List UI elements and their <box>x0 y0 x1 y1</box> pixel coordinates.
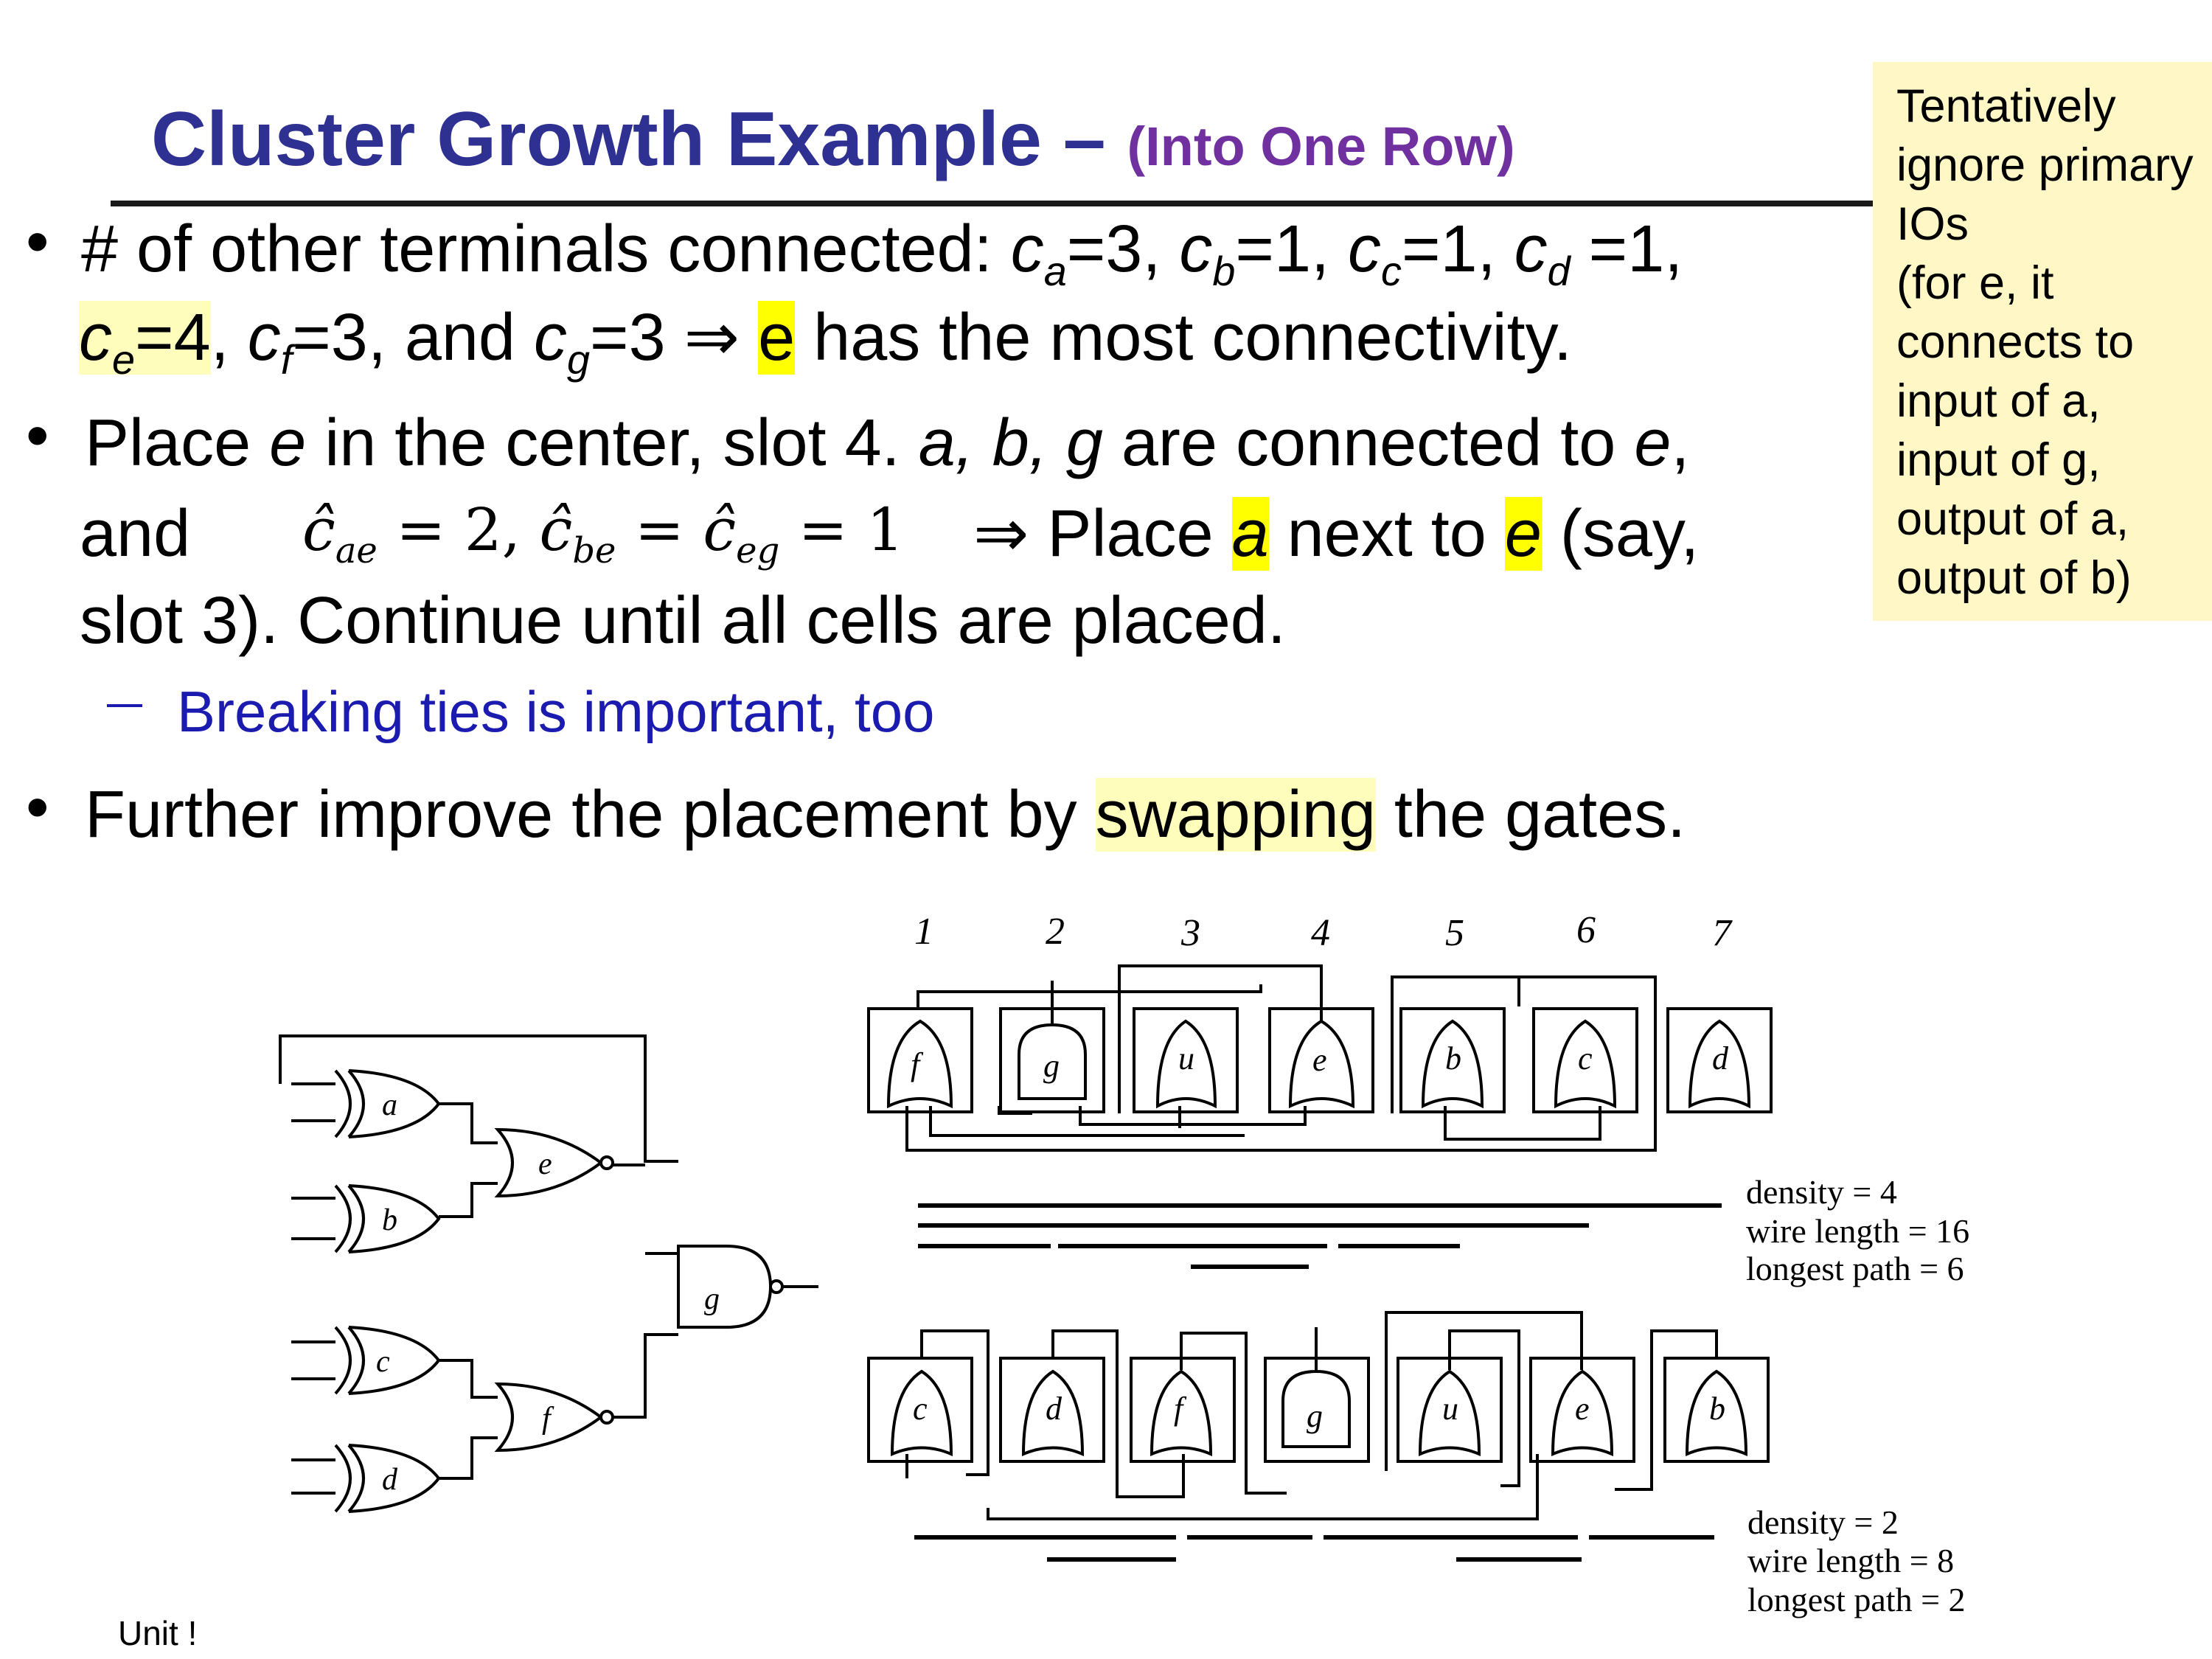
bullet1-lead: # of other terminals connected: <box>81 212 1011 286</box>
nor-gate-e <box>496 1128 614 1197</box>
say-text: (say, <box>1541 497 1700 571</box>
row2-stat: wire length = 8 <box>1747 1542 1954 1579</box>
sticky-note: Tentatively ignore primary IOs (for e, i… <box>1873 62 2212 621</box>
bullet1-line2: ce=4, cf=3, and cg=3 ⇒ e has the most co… <box>79 301 1572 383</box>
slot-number: 1 <box>914 911 933 953</box>
cell-label: d <box>1712 1040 1729 1077</box>
sub-bullet: Breaking ties is important, too <box>177 679 935 744</box>
bullet1-tail: has the most connectivity. <box>795 301 1572 375</box>
cell-label: g <box>1307 1398 1323 1434</box>
note-line: (for e, it <box>1896 257 2054 309</box>
cell-label: e <box>1312 1042 1327 1078</box>
ce-value: =4 <box>135 301 211 375</box>
cell-label: b <box>1709 1391 1725 1427</box>
bullet2-and: and <box>80 497 191 571</box>
note-line: ignore primary <box>1896 139 2194 191</box>
cb-value: =1, <box>1235 212 1349 286</box>
cell-label: c <box>913 1391 928 1427</box>
note-line: IOs <box>1896 198 1969 250</box>
row1-tracks <box>918 1203 1722 1269</box>
note-line: Tentatively <box>1896 80 2116 132</box>
bullet-dot: • <box>26 771 49 844</box>
row2-stat: longest path = 2 <box>1747 1581 1966 1618</box>
note-line: input of g, <box>1896 434 2101 486</box>
cell-label: f <box>1174 1391 1187 1427</box>
slot-number: 5 <box>1445 912 1464 954</box>
title-main: Cluster Growth Example – <box>151 97 1127 182</box>
bullet2-line2-rest: ⇒ Place a next to e (say, <box>973 490 1699 578</box>
row2-stat: density = 2 <box>1747 1503 1899 1541</box>
cell-label: u <box>1178 1040 1194 1077</box>
bullet2-line1: Place e in the center, slot 4. a, b, g a… <box>85 406 1690 480</box>
title-sub: (Into One Row) <box>1127 116 1515 177</box>
next-text: next to <box>1268 497 1505 571</box>
cell-label: d <box>1046 1391 1062 1427</box>
bullet-dot: • <box>26 399 49 473</box>
bullet2-line3: slot 3). Continue until all cells are pl… <box>80 584 1286 658</box>
slot-numbers: 1 2 3 4 5 6 7 <box>914 909 1733 954</box>
title-rule <box>111 201 1954 206</box>
bullet3: Further improve the placement by swappin… <box>85 771 1686 859</box>
row1-stat: wire length = 16 <box>1746 1212 1969 1250</box>
gate-label: g <box>704 1282 720 1316</box>
row1-stat: density = 4 <box>1746 1173 1897 1211</box>
bullet-dot: • <box>26 205 49 279</box>
slot-number: 4 <box>1311 912 1330 954</box>
cf-value: =3, and <box>292 301 534 375</box>
gate-label: e <box>538 1147 552 1181</box>
note-line: output of a, <box>1896 493 2129 545</box>
page-title: Cluster Growth Example – (Into One Row) <box>151 96 1515 184</box>
note-line: input of a, <box>1896 375 2101 427</box>
cg-value: =3 ⇒ <box>590 301 759 375</box>
row1-stat: longest path = 6 <box>1746 1250 1964 1287</box>
e-highlight: e <box>758 301 796 375</box>
slot-number: 7 <box>1712 912 1733 954</box>
circuit-wires <box>279 1034 818 1495</box>
ce-highlight: ce=4 <box>79 301 211 383</box>
nor-gate-f <box>496 1382 614 1452</box>
connectivity-formula: ĉae = 2, ĉbe = ĉeg = 1 <box>302 495 905 571</box>
row2-tracks <box>914 1535 1714 1562</box>
cell-label: u <box>1442 1391 1458 1427</box>
gate-label: a <box>382 1088 397 1122</box>
bullet3-post: the gates. <box>1375 778 1686 852</box>
row2-cells <box>867 1311 1770 1520</box>
slot-number: 6 <box>1576 909 1596 951</box>
a-highlight: a <box>1231 497 1269 571</box>
cell-label: g <box>1043 1048 1060 1084</box>
cc-value: =1, <box>1401 212 1514 286</box>
gate-label: d <box>382 1463 398 1497</box>
ca-value: =3, <box>1066 212 1180 286</box>
nand-gate-g <box>677 1245 773 1329</box>
row1-cells <box>867 964 1773 1152</box>
place-text: ⇒ Place <box>973 497 1232 571</box>
note-line: output of b) <box>1896 552 2132 604</box>
slot-number: 2 <box>1046 911 1065 953</box>
cell-label: e <box>1575 1391 1590 1427</box>
slot-number: 3 <box>1180 912 1200 954</box>
bullet2-line2: and <box>80 490 190 578</box>
nand-bubble <box>769 1279 784 1294</box>
gate-label: b <box>382 1203 397 1237</box>
e-highlight: e <box>1504 497 1542 571</box>
cell-label: b <box>1445 1040 1461 1077</box>
gate-label: c <box>376 1345 390 1379</box>
cell-label: f <box>911 1046 924 1082</box>
note-line: connects to <box>1896 316 2135 368</box>
cell-label: c <box>1578 1040 1593 1077</box>
swapping-highlight: swapping <box>1095 778 1376 852</box>
bullet3-pre: Further improve the placement by <box>85 778 1096 852</box>
cd-value: =1, <box>1570 212 1683 286</box>
bullet1-line1: # of other terminals connected: ca=3, cb… <box>81 212 1683 294</box>
footer-text: Unit ! <box>118 1614 198 1652</box>
sub-bullet-dash <box>107 704 142 707</box>
